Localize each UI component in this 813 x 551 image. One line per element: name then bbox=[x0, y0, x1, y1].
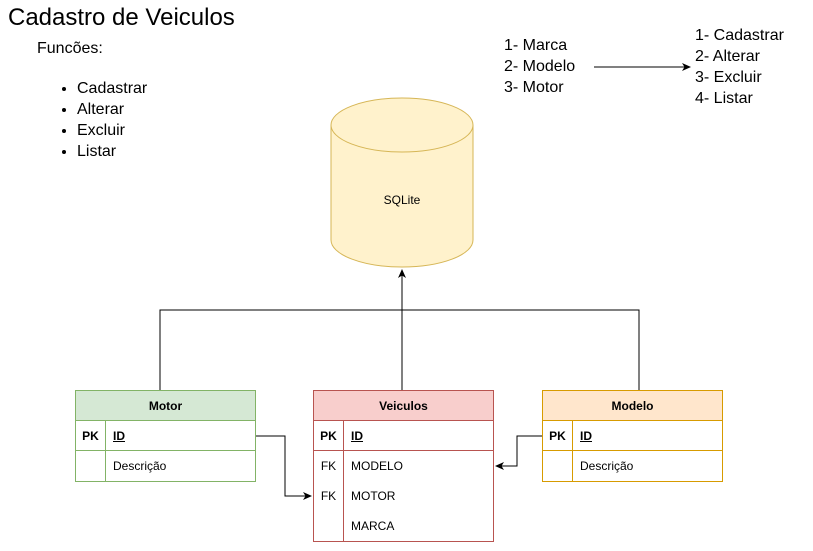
key-cell: PK bbox=[314, 421, 344, 450]
table-row: PK ID bbox=[543, 421, 722, 451]
fk-motor-arrow bbox=[256, 435, 312, 500]
page-title: Cadastro de Veiculos bbox=[8, 4, 235, 31]
action-item: 2- Alterar bbox=[695, 48, 760, 65]
database-cylinder bbox=[330, 97, 474, 268]
actions-list: 1- Cadastrar 2- Alterar 3- Excluir 4- Li… bbox=[695, 25, 784, 109]
field-cell: ID bbox=[351, 428, 363, 443]
table-veiculos: Veiculos PK ID FK MODELO FK MOTOR MARCA bbox=[313, 390, 494, 542]
functions-list: Cadastrar Alterar Excluir Listar bbox=[57, 78, 147, 162]
key-cell bbox=[76, 451, 106, 481]
fk-modelo-arrow bbox=[495, 435, 542, 470]
table-header: Veiculos bbox=[314, 391, 493, 421]
key-cell: PK bbox=[76, 421, 106, 450]
table-row: FK MODELO bbox=[314, 451, 493, 481]
function-item: Alterar bbox=[77, 99, 147, 120]
field-cell: ID bbox=[113, 428, 125, 443]
field-cell: Descrição bbox=[580, 459, 634, 473]
functions-label: Funcões: bbox=[37, 40, 103, 57]
entity-item: 1- Marca bbox=[504, 37, 568, 54]
table-row: Descrição bbox=[76, 451, 255, 481]
table-modelo: Modelo PK ID Descrição bbox=[542, 390, 723, 482]
function-item: Cadastrar bbox=[77, 78, 147, 99]
table-header: Modelo bbox=[543, 391, 722, 421]
function-item: Excluir bbox=[77, 120, 147, 141]
db-connector-line bbox=[159, 309, 640, 390]
database-label: SQLite bbox=[383, 193, 421, 207]
key-cell bbox=[314, 511, 344, 541]
key-cell: PK bbox=[543, 421, 573, 450]
table-row: MARCA bbox=[314, 511, 493, 541]
key-cell bbox=[543, 451, 573, 481]
table-row: PK ID bbox=[314, 421, 493, 451]
table-row: Descrição bbox=[543, 451, 722, 481]
entity-item: 3- Motor bbox=[504, 79, 564, 96]
table-row: FK MOTOR bbox=[314, 481, 493, 511]
table-motor: Motor PK ID Descrição bbox=[75, 390, 256, 482]
entity-item: 2- Modelo bbox=[504, 58, 576, 75]
field-cell: MOTOR bbox=[351, 489, 396, 503]
field-cell: MARCA bbox=[351, 519, 395, 533]
action-item: 3- Excluir bbox=[695, 69, 762, 86]
action-item: 4- Listar bbox=[695, 90, 753, 107]
entities-list: 1- Marca 2- Modelo 3- Motor bbox=[504, 35, 575, 98]
table-row: PK ID bbox=[76, 421, 255, 451]
key-cell: FK bbox=[314, 481, 344, 511]
field-cell: ID bbox=[580, 428, 592, 443]
function-item: Listar bbox=[77, 141, 147, 162]
field-cell: MODELO bbox=[351, 459, 404, 473]
action-item: 1- Cadastrar bbox=[695, 27, 784, 44]
table-header: Motor bbox=[76, 391, 255, 421]
field-cell: Descrição bbox=[113, 459, 167, 473]
key-cell: FK bbox=[314, 451, 344, 481]
